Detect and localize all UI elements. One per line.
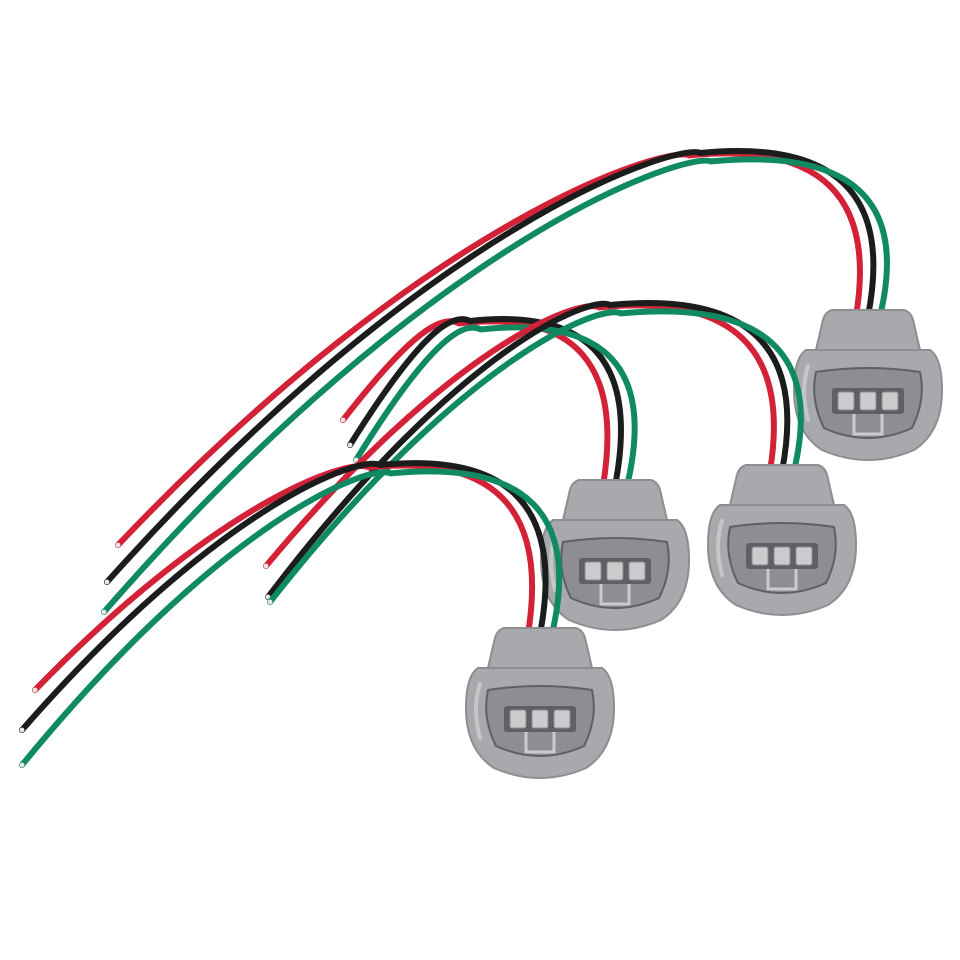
harness-middle-left [340,316,691,631]
housing-highlight [802,364,810,422]
wire-tip-black-front [19,727,25,733]
terminal-pin-2 [531,709,549,729]
connector-back-right [792,309,944,461]
wire-tip-red-back-right [115,542,121,548]
latch-tab [766,569,798,591]
wire-black-middle-right [265,300,791,600]
wire-tip-green-middle-right [267,599,273,605]
terminal-pin-1 [837,391,855,411]
terminal-pin-1 [509,709,527,729]
latch-tab [599,584,631,606]
connector-middle-right [706,464,858,616]
connector-boot [728,464,836,506]
harness-back-right [101,148,944,615]
wire-tip-black-middle-left [347,442,353,448]
housing-highlight [716,519,724,577]
terminal-pin-3 [553,709,571,729]
terminal-pin-3 [628,561,646,581]
terminal-pin-2 [859,391,877,411]
wire-tip-green-front [19,762,25,768]
wire-tip-red-middle-left [340,417,346,423]
connector-middle-left [539,479,691,631]
harness-middle-right [263,300,858,616]
wire-red-front [32,462,536,693]
wire-tip-red-front [32,687,38,693]
connector-front [464,627,616,779]
harness-front [19,460,616,779]
wire-green-back-right [101,156,890,615]
latch-tab [524,732,556,754]
latch-tab [852,414,884,436]
terminal-pin-2 [606,561,624,581]
wire-green-middle-right [267,308,804,605]
terminal-pin-3 [881,391,899,411]
wire-black-back-right [104,148,877,585]
terminal-pin-1 [751,546,769,566]
wire-green-front [19,468,563,768]
wire-tip-black-back-right [104,579,110,585]
terminal-pin-2 [773,546,791,566]
wire-black-middle-left [347,316,624,489]
terminal-pin-1 [584,561,602,581]
terminal-pin-3 [795,546,813,566]
wire-black-front [19,460,549,733]
housing-highlight [474,682,482,740]
wire-green-middle-left [353,324,638,489]
connector-boot [814,309,922,351]
wire-tip-red-middle-right [263,563,269,569]
connector-boot [561,479,669,521]
connector-boot [486,627,594,669]
wire-tip-green-back-right [101,609,107,615]
